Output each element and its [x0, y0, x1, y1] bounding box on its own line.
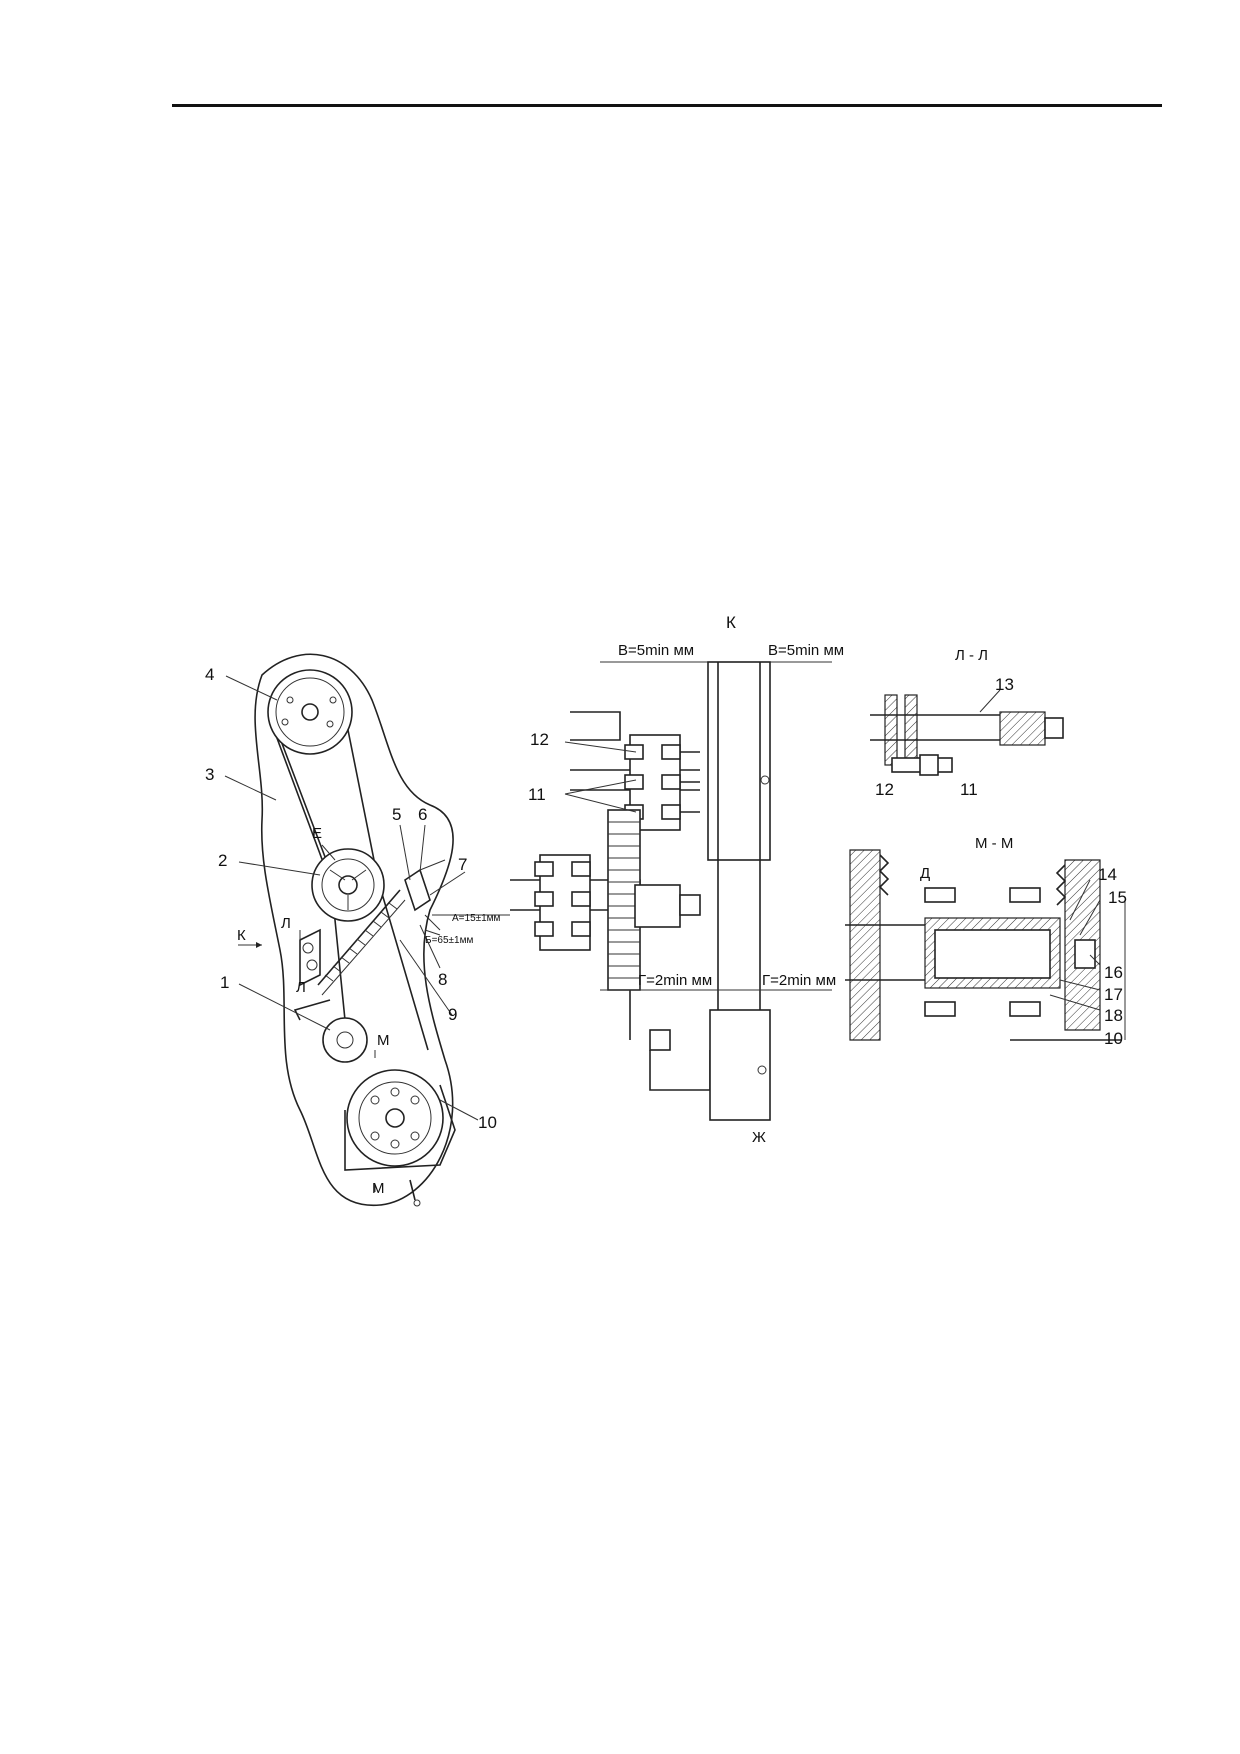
callout-12: 12: [530, 730, 549, 749]
mm-callout-10: 10: [1104, 1029, 1123, 1048]
callout-3: 3: [205, 765, 214, 784]
bottom-guard: [344, 1084, 456, 1171]
view-k: К В=5min мм В=5min мм: [510, 613, 844, 1146]
adjuster: [404, 868, 431, 912]
section-ll-title: Л - Л: [955, 647, 988, 664]
mark-k-arrow: К: [237, 927, 246, 944]
dim-a: А=15±1мм: [452, 913, 501, 924]
top-pulley-inner: [275, 677, 345, 747]
callout-11: 11: [528, 785, 546, 804]
belt-left-run-inner: [270, 721, 327, 871]
section-mm-title: М - М: [975, 835, 1013, 852]
dim-v-left: В=5min мм: [618, 642, 694, 659]
small-pulley: [322, 1017, 368, 1063]
lever-bracket: [299, 928, 321, 987]
mm-callout-15: 15: [1108, 888, 1127, 907]
dim-v-right: В=5min мм: [768, 642, 844, 659]
top-pulley-hub: [301, 703, 319, 721]
callout-7: 7: [458, 855, 467, 874]
callout-2: 2: [218, 851, 227, 870]
mm-callout-16: 16: [1104, 963, 1123, 982]
ll-callout-11: 11: [960, 780, 978, 799]
housing-outline: [254, 653, 454, 1206]
mm-callout-14: 14: [1098, 865, 1117, 884]
header-rule: [172, 104, 1162, 107]
dim-g-right: Г=2min мм: [762, 972, 836, 989]
view-k-title: К: [726, 613, 736, 632]
general-view: 4 3 2 1 5 6 7 8 9 10 Е К Л Л М М А=15±1м…: [205, 653, 510, 1207]
section-mm: М - М Д 14 15 16 17 18 10: [845, 835, 1127, 1048]
mark-l-top: Л: [281, 915, 291, 932]
tension-spring: [317, 889, 406, 996]
mm-callout-17: 17: [1104, 985, 1123, 1004]
mark-m-top: М: [377, 1032, 390, 1049]
bolt-stack-lower: [534, 854, 591, 951]
ll-callout-12: 12: [875, 780, 894, 799]
ll-callout-13: 13: [995, 675, 1014, 694]
mm-callout-18: 18: [1104, 1006, 1123, 1025]
callout-1: 1: [220, 973, 229, 992]
callout-4: 4: [205, 665, 214, 684]
callout-5: 5: [392, 805, 401, 824]
callout-6: 6: [418, 805, 427, 824]
mark-zh: Ж: [752, 1129, 766, 1146]
dim-b: Б=65±1мм: [425, 935, 473, 946]
mark-d: Д: [920, 865, 930, 882]
lower-box: [709, 1009, 771, 1121]
section-ll: Л - Л 13 12 11: [870, 647, 1064, 799]
callout-10: 10: [478, 1113, 497, 1132]
mark-l-bottom: Л: [296, 979, 306, 996]
mark-e: Е: [312, 825, 322, 842]
mark-m-bottom: М: [372, 1180, 385, 1197]
callout-9: 9: [448, 1005, 457, 1024]
dim-g-left: Г=2min мм: [638, 972, 712, 989]
callout-8: 8: [438, 970, 447, 989]
